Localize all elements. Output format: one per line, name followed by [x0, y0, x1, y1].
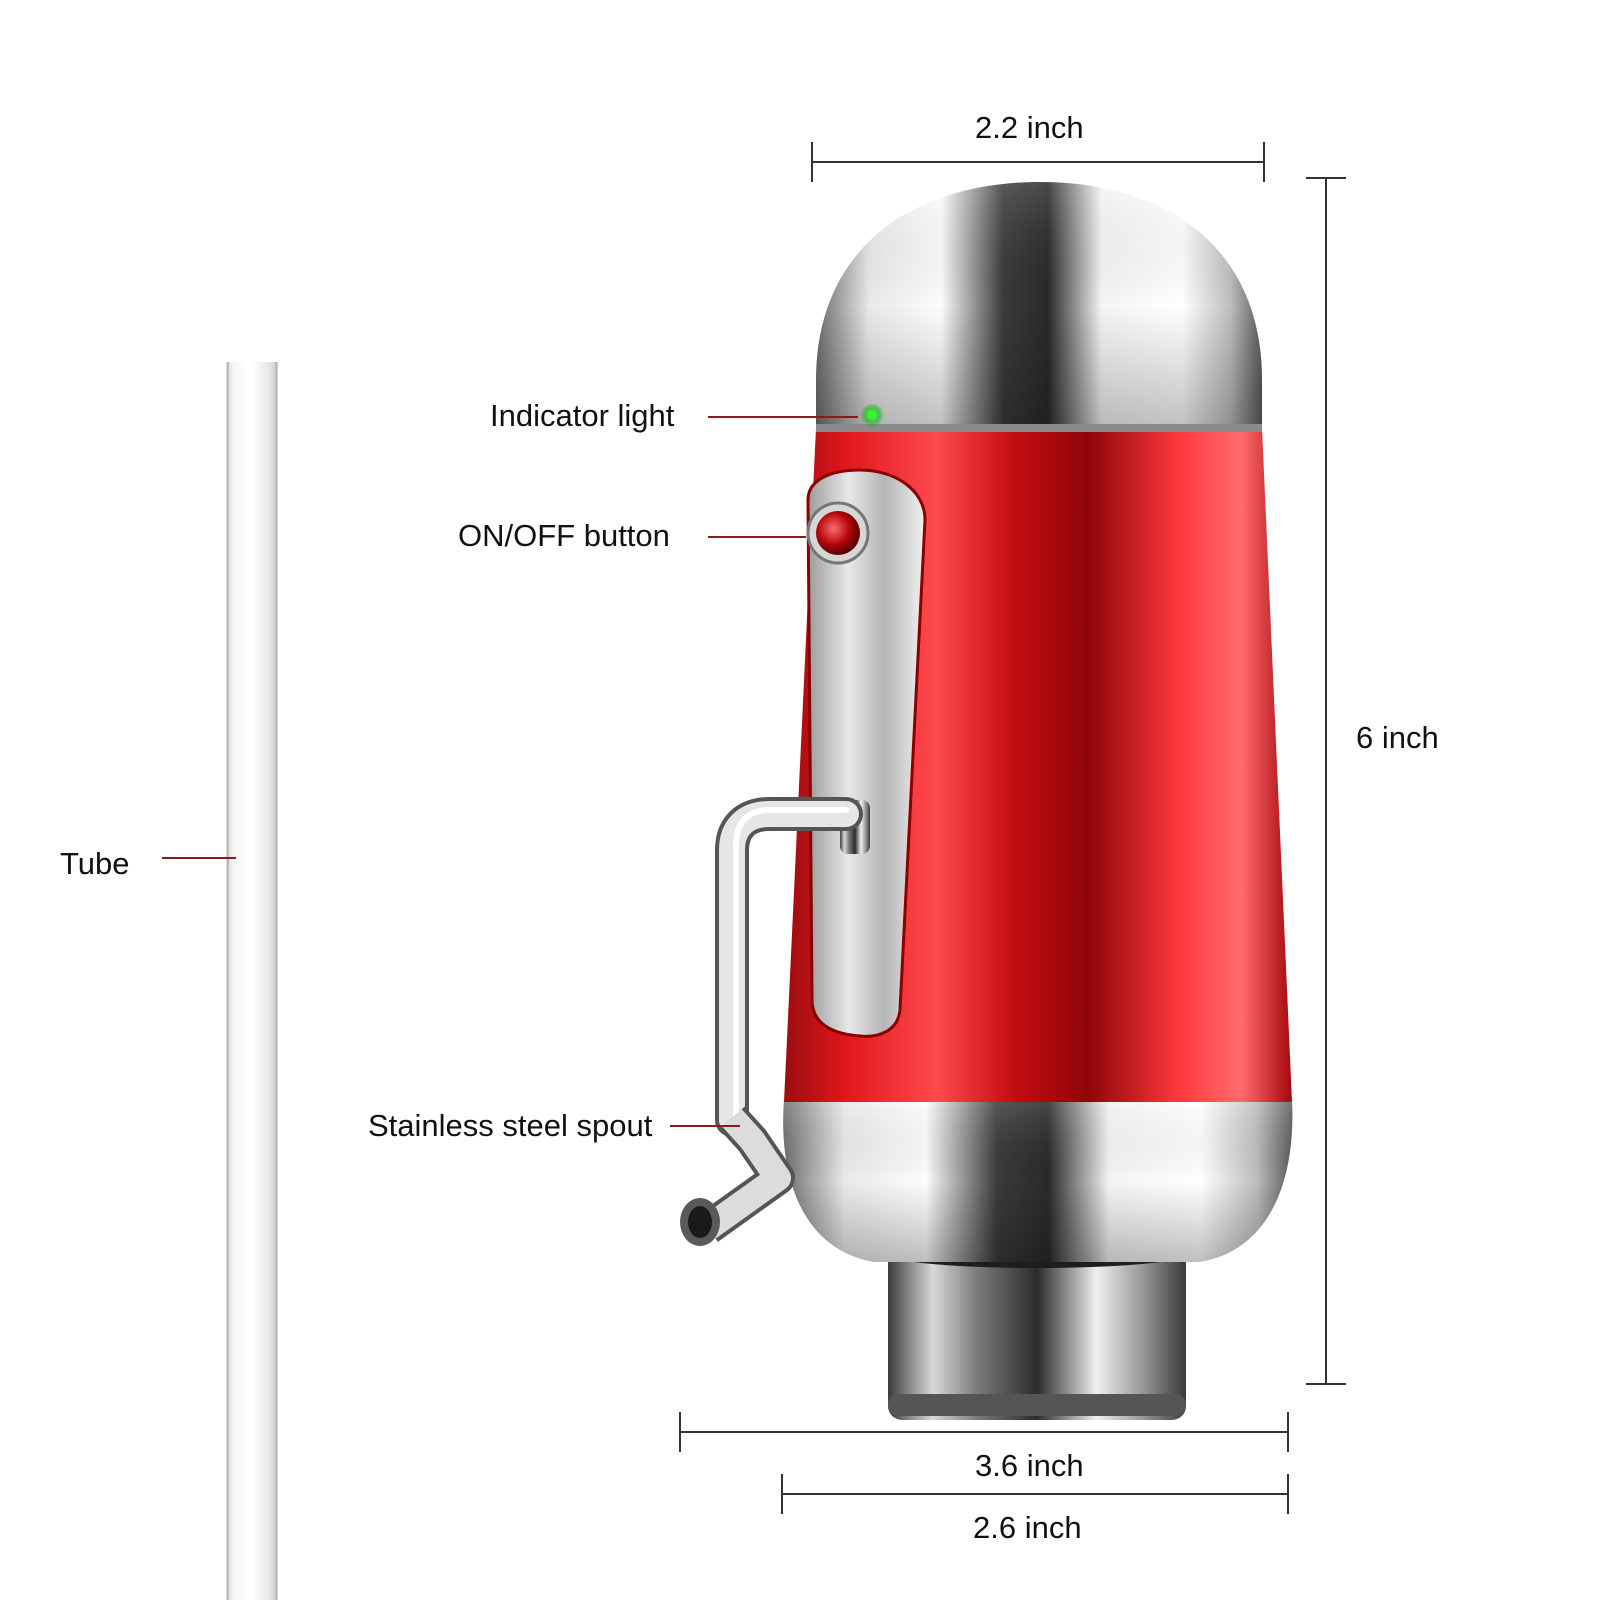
outer-width-label: 3.6 inch	[975, 1448, 1084, 1483]
on-off-button[interactable]	[806, 501, 870, 565]
inner-width-label: 2.6 inch	[973, 1510, 1082, 1545]
side-panel	[806, 468, 927, 1038]
base-collar	[887, 1240, 1187, 1420]
outer-width-dimension	[679, 1412, 1289, 1452]
spout-label: Stainless steel spout	[368, 1108, 653, 1143]
top-width-dimension	[811, 142, 1265, 182]
height-dimension	[1306, 177, 1346, 1385]
stainless-steel-spout	[680, 797, 870, 1246]
indicator-light	[860, 403, 884, 427]
lower-chrome-housing	[783, 1100, 1293, 1262]
on-off-button-label: ON/OFF button	[458, 518, 670, 553]
dimension-lines	[679, 142, 1346, 1514]
height-label: 6 inch	[1356, 720, 1439, 755]
tube	[226, 362, 278, 1600]
top-width-label: 2.2 inch	[975, 110, 1084, 145]
top-chrome-cap	[816, 182, 1262, 432]
inner-width-dimension	[781, 1474, 1289, 1514]
tube-label: Tube	[60, 846, 130, 881]
leader-lines	[162, 416, 858, 1127]
indicator-light-label: Indicator light	[490, 398, 675, 433]
